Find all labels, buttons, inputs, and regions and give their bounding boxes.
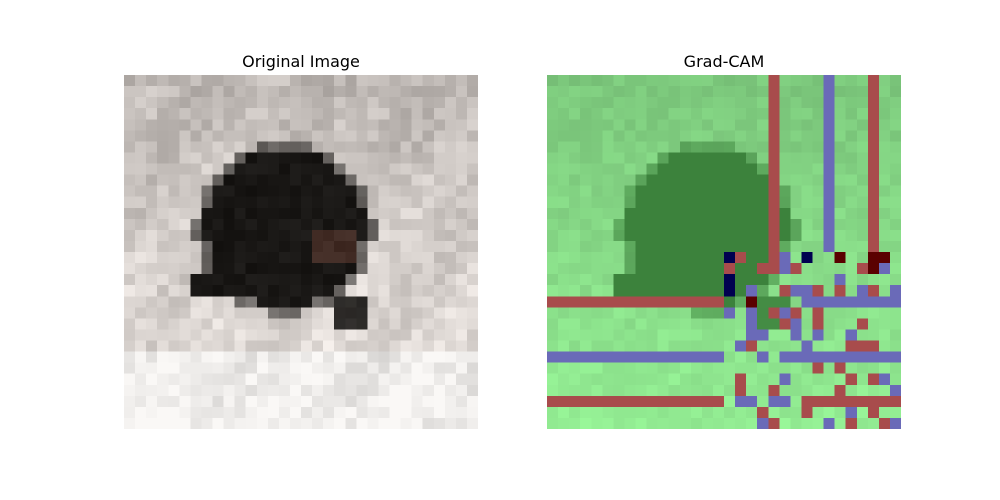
original-image-pixels <box>124 75 478 429</box>
original-image <box>124 75 478 429</box>
gradcam-heatmap-pixels <box>547 75 901 429</box>
original-image-title: Original Image <box>242 52 360 71</box>
gradcam-title: Grad-CAM <box>683 52 765 71</box>
gradcam-heatmap <box>547 75 901 429</box>
